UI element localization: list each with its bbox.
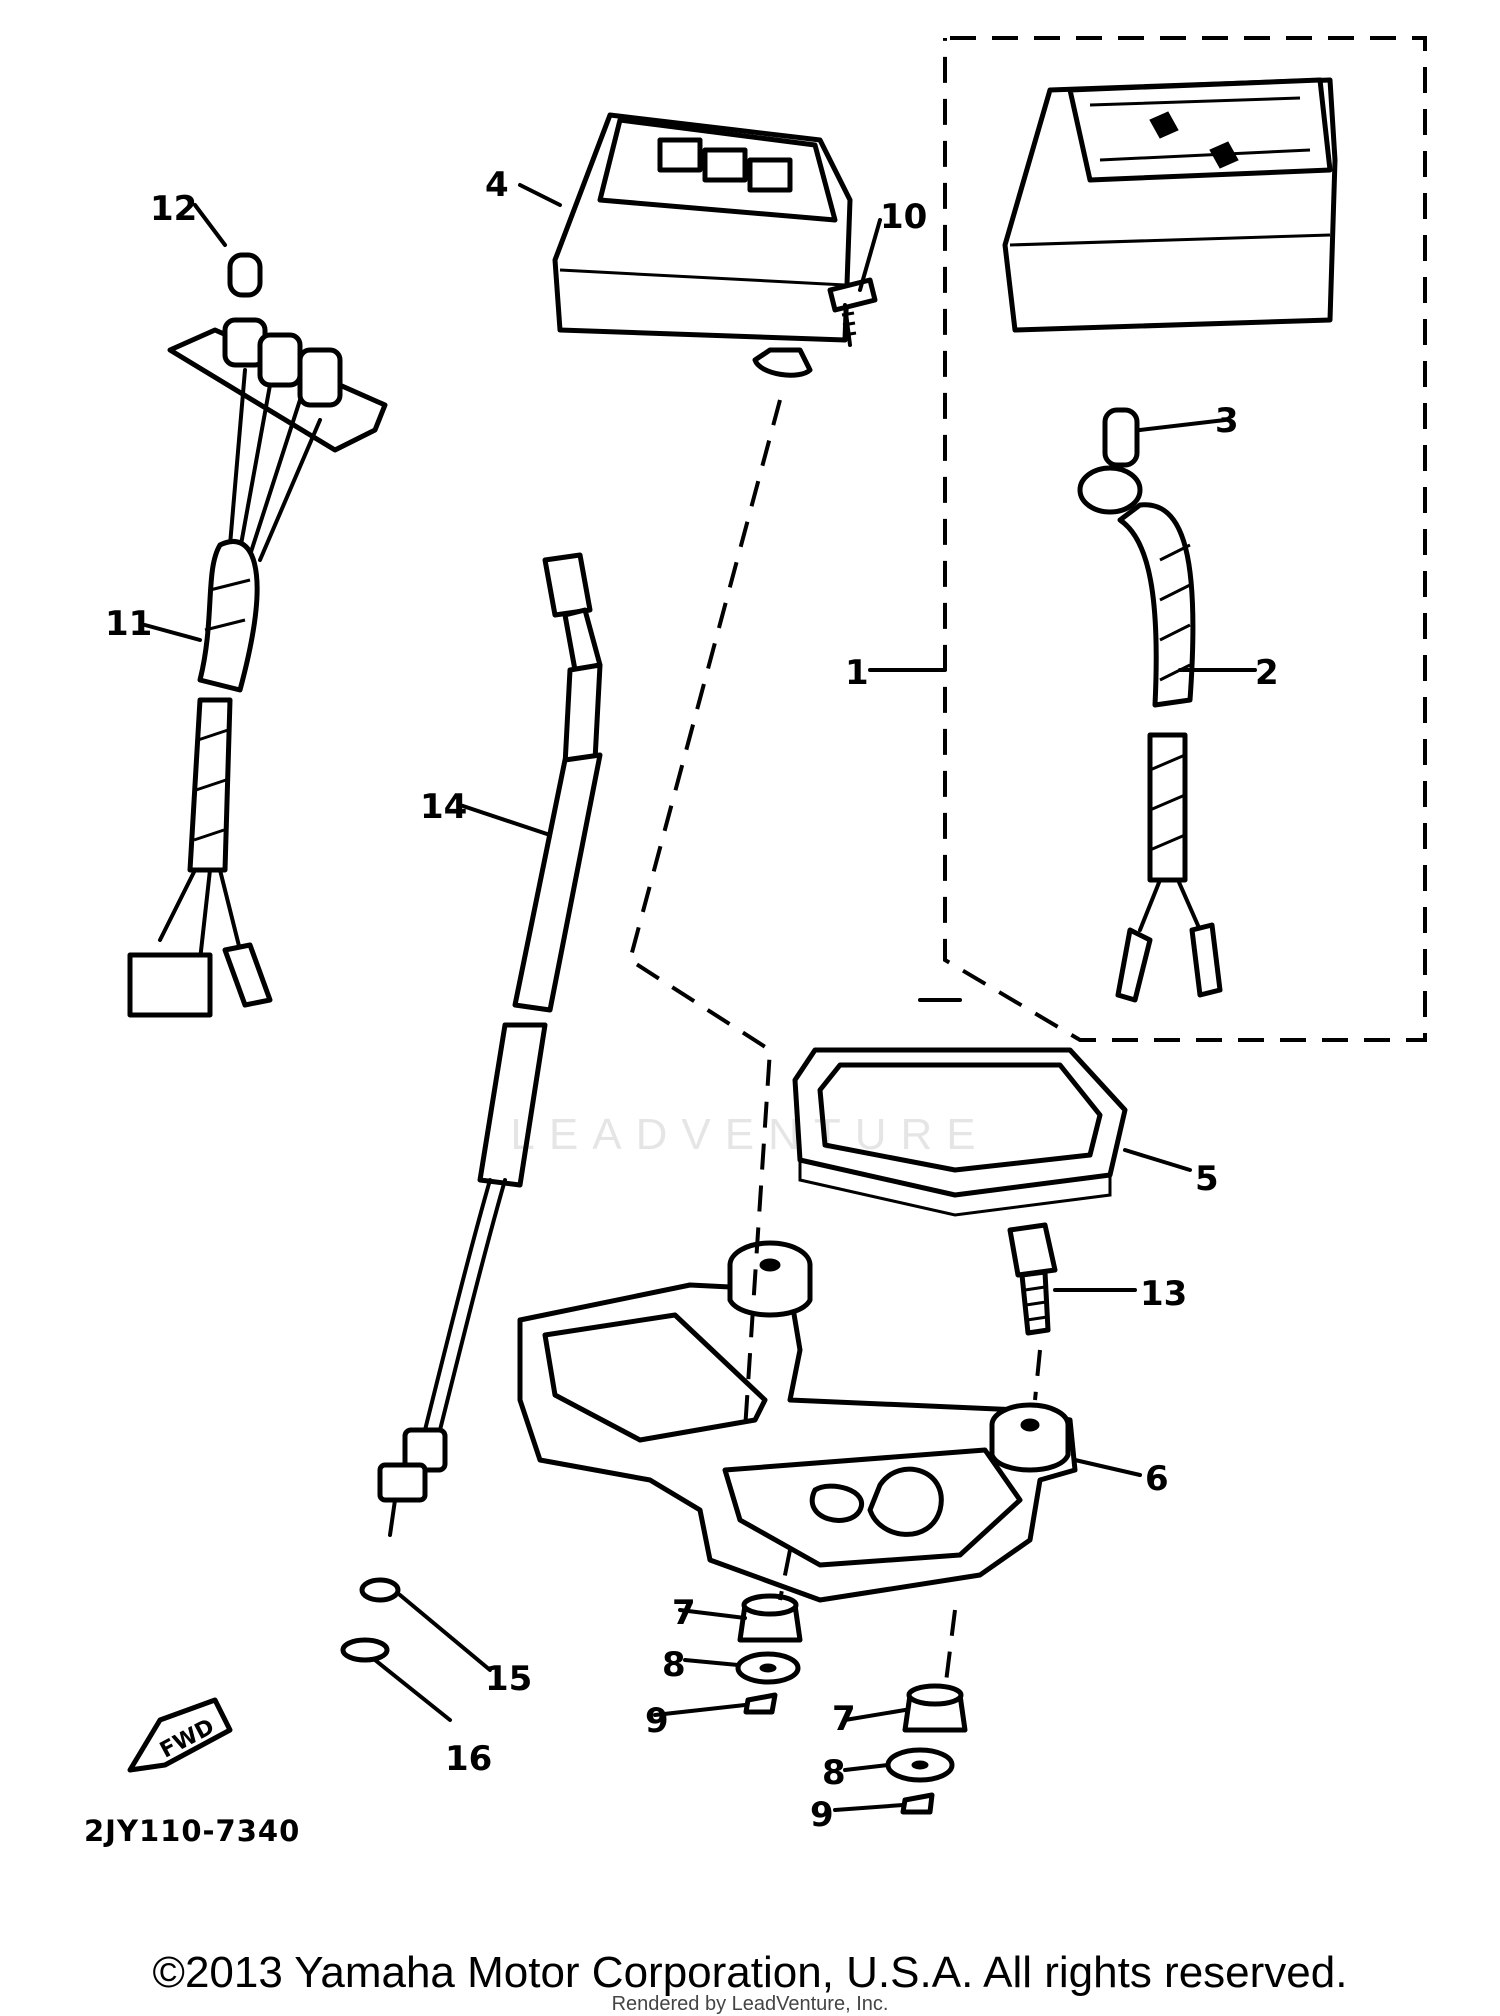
leader-lines	[143, 183, 1257, 1812]
callout-10: 10	[880, 197, 927, 237]
copyright-notice: ©2013 Yamaha Motor Corporation, U.S.A. A…	[152, 1948, 1348, 1997]
part-clip-9b	[900, 1792, 935, 1815]
callout-13: 13	[1140, 1274, 1187, 1314]
callout-6: 6	[1145, 1459, 1169, 1499]
part-collar-8a	[735, 1651, 801, 1685]
callout-11: 11	[105, 604, 152, 644]
part-damper-7b	[902, 1683, 968, 1733]
callout-7b: 7	[832, 1699, 856, 1739]
rendered-by-credit: Rendered by LeadVenture, Inc.	[611, 1993, 889, 2015]
part-socket-harness-11	[127, 317, 388, 1018]
callout-12: 12	[150, 189, 197, 229]
part-o-ring-16	[340, 1637, 390, 1663]
part-meter-assembly-housing	[1002, 77, 1338, 333]
callout-14: 14	[420, 787, 467, 827]
part-meter-housing-4	[552, 112, 853, 378]
callout-16: 16	[445, 1739, 492, 1779]
callout-4: 4	[485, 165, 509, 205]
part-bolt-13	[1007, 1222, 1058, 1336]
diagram-code: 2JY110-7340	[84, 1814, 301, 1848]
part-meter-cable-14	[377, 552, 603, 1537]
callout-2: 2	[1255, 653, 1279, 693]
callout-8b: 8	[822, 1753, 846, 1793]
callout-3: 3	[1215, 401, 1239, 441]
part-bulb-3	[1102, 407, 1140, 468]
part-bulb-12	[227, 252, 263, 298]
part-gasket-5	[792, 1047, 1128, 1217]
part-collar-8b	[885, 1747, 955, 1783]
part-damper-7a	[737, 1593, 803, 1643]
callout-15: 15	[485, 1659, 532, 1699]
fwd-arrow-icon: FWD	[127, 1697, 233, 1773]
callout-9b: 9	[810, 1795, 834, 1835]
callout-1: 1	[845, 653, 869, 693]
part-bracket-6	[517, 1240, 1078, 1603]
callout-9a: 9	[645, 1701, 669, 1741]
part-washer-15	[359, 1577, 401, 1603]
assembly-box-1	[943, 36, 1427, 1042]
callout-8a: 8	[662, 1645, 686, 1685]
callout-7a: 7	[672, 1593, 696, 1633]
watermark: LEADVENTURE	[510, 1110, 990, 1159]
callout-5: 5	[1195, 1159, 1219, 1199]
part-screw-10	[827, 277, 878, 347]
assembly-lines	[627, 399, 1042, 1691]
part-clip-9a	[743, 1692, 778, 1715]
part-socket-cord-2	[1077, 465, 1223, 1003]
